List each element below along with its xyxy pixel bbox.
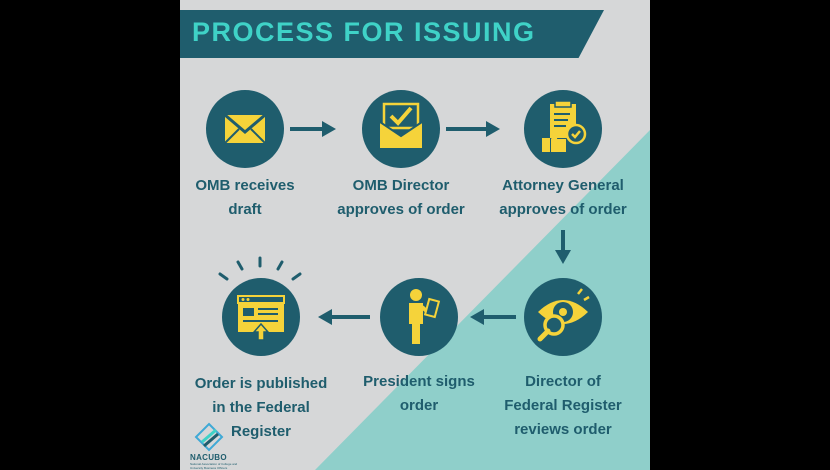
step-1-label: OMB receives draft: [195, 177, 295, 218]
step-2-label: OMB Director approves of order: [337, 177, 465, 218]
logo-name: NACUBO: [190, 453, 227, 462]
arrow-right-icon: [446, 121, 500, 137]
arrow-left-icon: [470, 309, 516, 325]
title-banner: PROCESS FOR ISSUING: [180, 10, 604, 58]
step-3-circle: [524, 90, 602, 168]
step-6-circle: [222, 278, 300, 356]
arrow-right-icon: [290, 121, 336, 137]
person-signing-icon: [409, 289, 441, 344]
arrow-left-icon: [318, 309, 370, 325]
step-5-circle: [380, 278, 458, 356]
step-1-circle: [206, 90, 284, 168]
arrow-down-icon: [555, 230, 571, 264]
step-2-circle: [362, 90, 440, 168]
step-3-label: Attorney General approves of order: [499, 177, 627, 218]
webpage-upload-icon: [237, 295, 285, 341]
eye-magnifier-icon: [537, 288, 590, 342]
step-4-label: Director of Federal Register reviews ord…: [504, 373, 622, 438]
page-title: PROCESS FOR ISSUING: [192, 17, 536, 47]
publish-burst-icon: [218, 256, 302, 281]
nacubo-logo-icon: [194, 422, 224, 452]
envelope-check-icon: [379, 102, 423, 148]
nacubo-logo: NACUBO National Association of College a…: [190, 422, 250, 470]
teal-background-triangle: [315, 130, 650, 470]
logo-subtitle: National Association of College and Univ…: [190, 462, 238, 470]
envelope-icon: [224, 113, 266, 144]
infographic-canvas: PROCESS FOR ISSUING OMB receives draft O…: [180, 0, 650, 470]
document-approval-icon: [542, 100, 587, 152]
step-6-label: Order is published in the Federal Regist…: [194, 375, 328, 440]
step-4-circle: [524, 278, 602, 356]
step-5-label: President signs order: [363, 373, 475, 414]
